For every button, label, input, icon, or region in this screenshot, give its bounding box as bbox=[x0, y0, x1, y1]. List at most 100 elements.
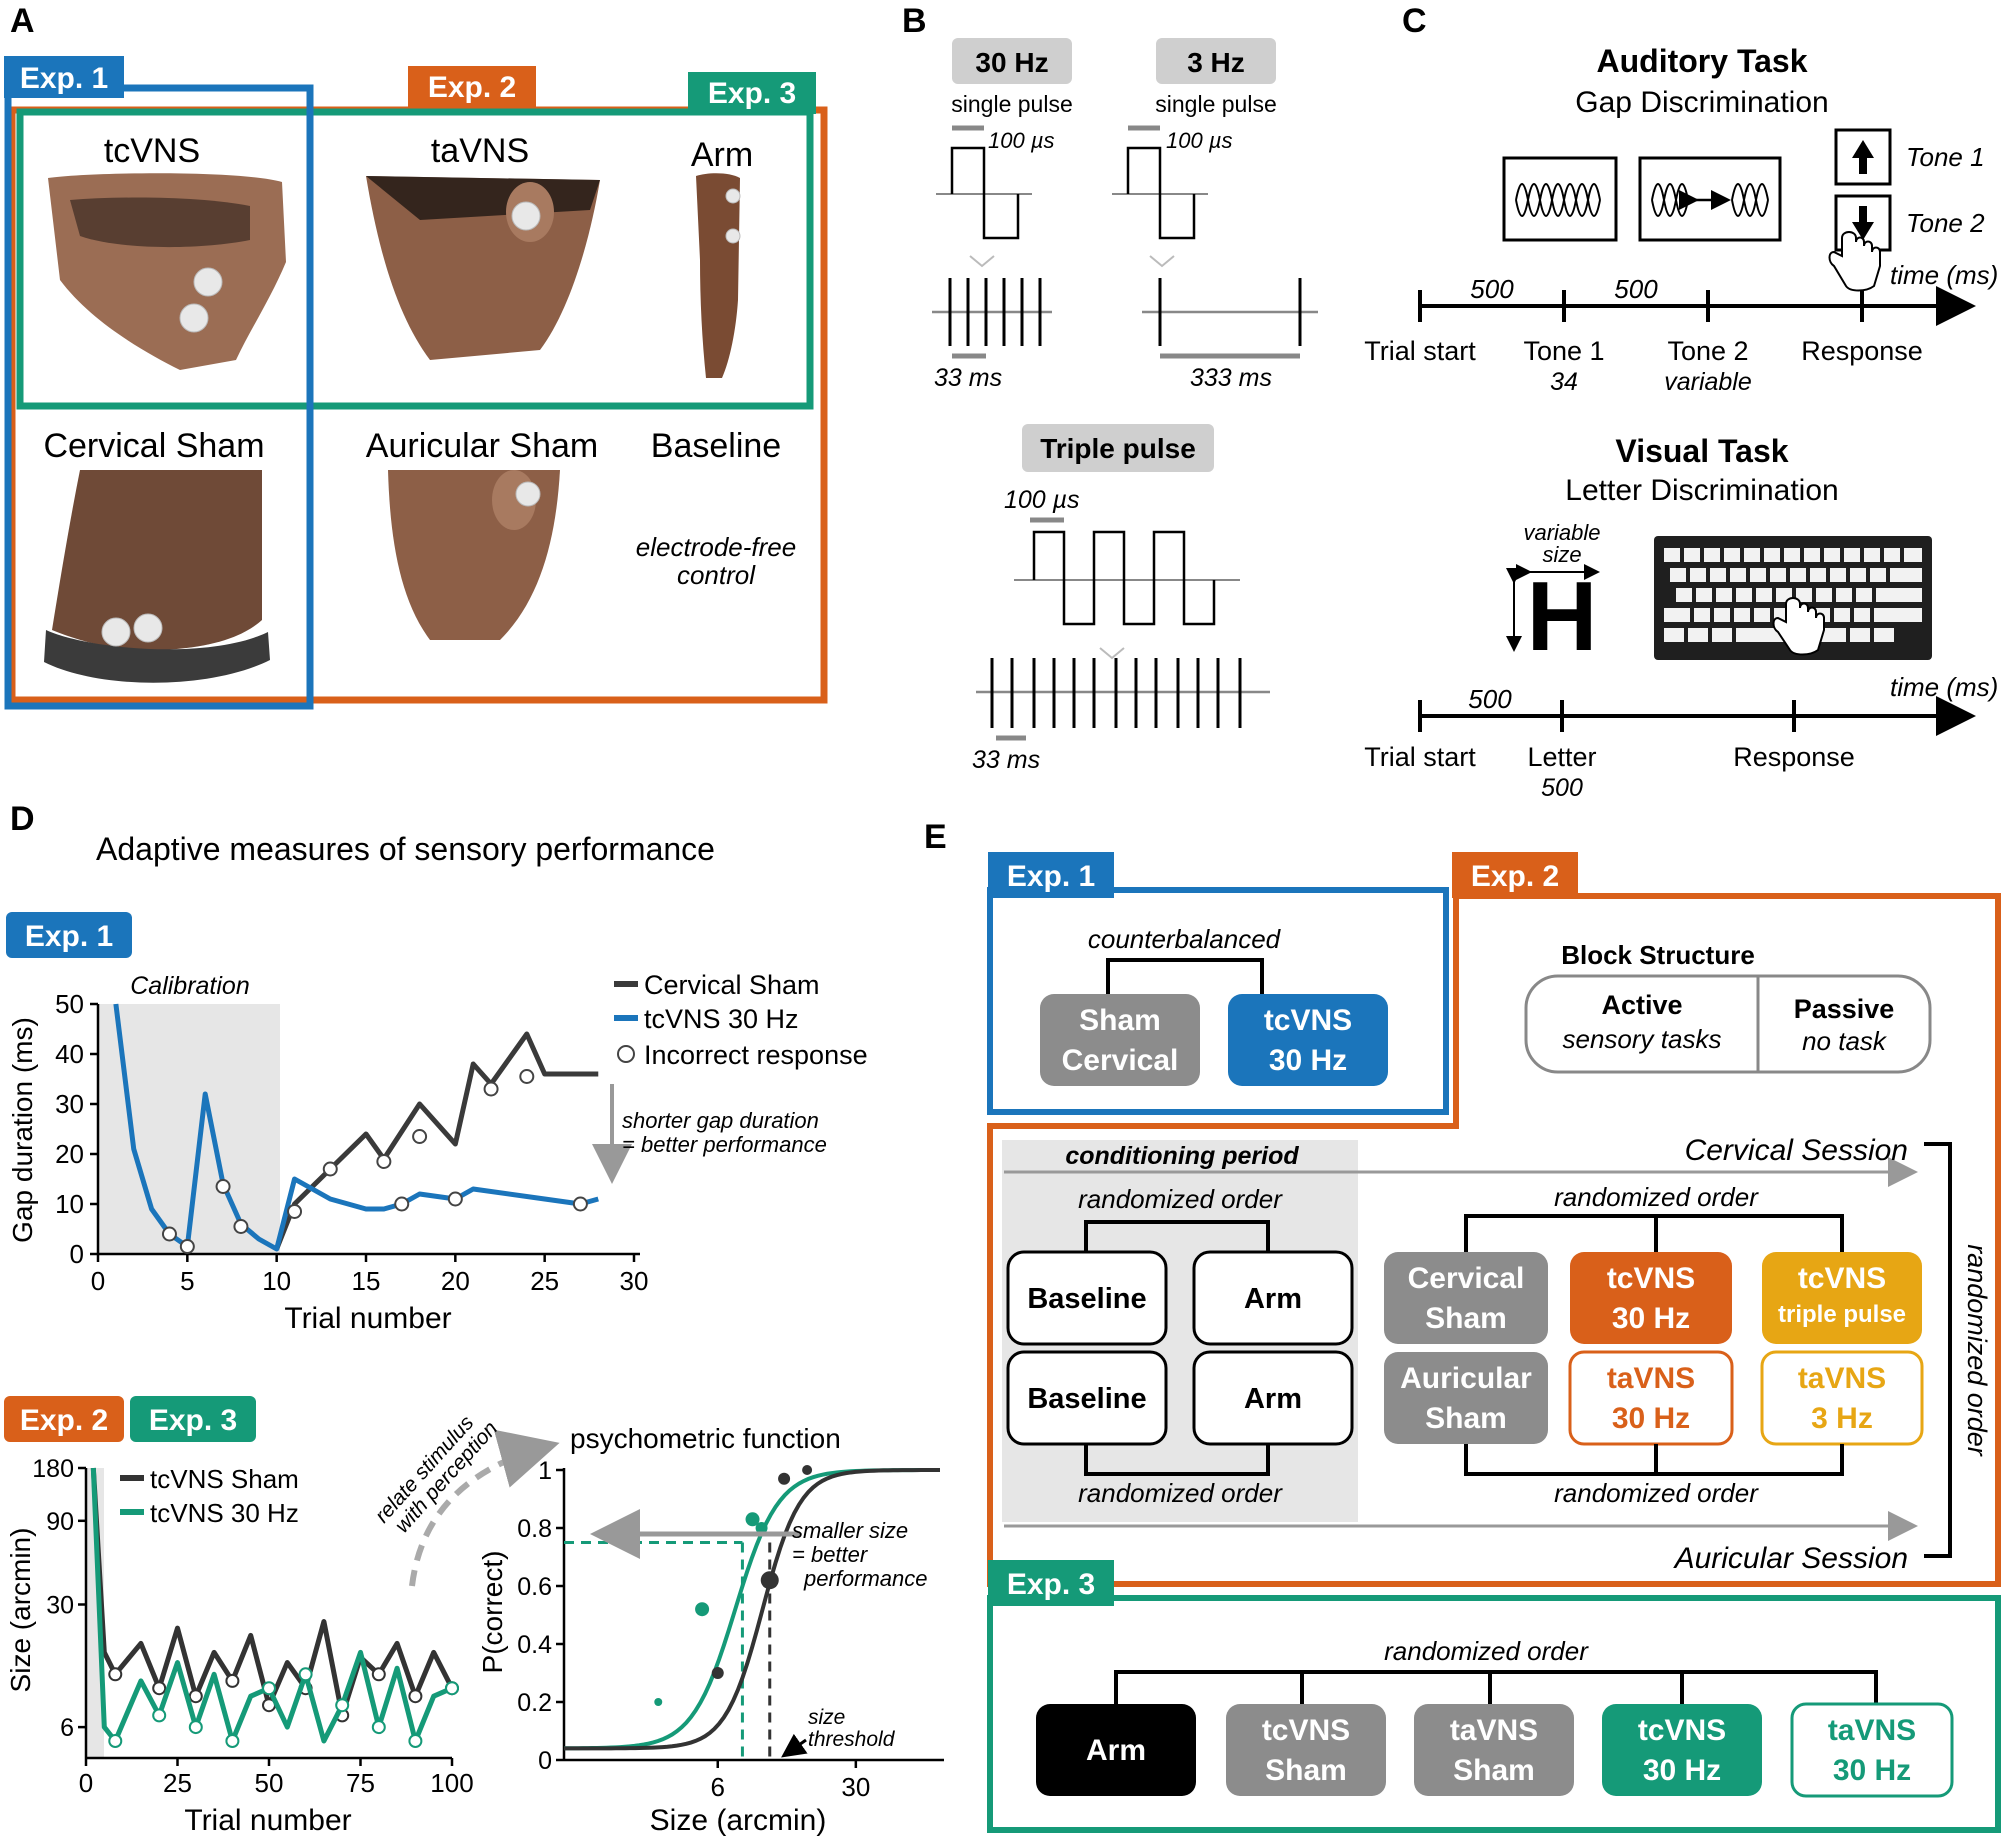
cond-randomized-top: randomized order bbox=[1078, 1184, 1283, 1214]
c1-xtick-label: 25 bbox=[530, 1266, 559, 1296]
counterbalanced-label: counterbalanced bbox=[1088, 924, 1282, 954]
c2-xtick-label: 25 bbox=[163, 1768, 192, 1798]
arm-box-2-text: Arm bbox=[1244, 1383, 1302, 1415]
panel-c: C Auditory Task Gap Discrimination Tone … bbox=[1364, 2, 1998, 802]
exp2-tag-text: Exp. 2 bbox=[428, 71, 516, 104]
hz30-badge bbox=[952, 38, 1072, 84]
sham-cervical-line2: Cervical bbox=[1062, 1044, 1179, 1077]
cervical-session-label: Cervical Session bbox=[1685, 1134, 1908, 1167]
c3-point bbox=[745, 1512, 760, 1527]
c3-curve-0 bbox=[563, 1468, 941, 1751]
c3-xtick-label: 6 bbox=[711, 1772, 725, 1802]
passive-label: Passive bbox=[1794, 994, 1895, 1024]
c2-xtick-label: 75 bbox=[346, 1768, 375, 1798]
panel-a-label: A bbox=[10, 2, 35, 40]
c2-ytick-label: 90 bbox=[46, 1508, 74, 1536]
legend1-sham: Cervical Sham bbox=[644, 970, 820, 1000]
panel-d: D Adaptive measures of sensory performan… bbox=[4, 800, 944, 1837]
exp3-tcvns-30hz-line2: 30 Hz bbox=[1643, 1754, 1721, 1787]
exp3-tag bbox=[688, 72, 816, 114]
c3-point bbox=[778, 1472, 791, 1485]
panel-b-label: B bbox=[902, 2, 927, 40]
e-exp1-tag bbox=[988, 852, 1114, 898]
tavns-3hz-line1: taVNS bbox=[1798, 1362, 1886, 1395]
c1-incorrect-point bbox=[447, 1191, 463, 1207]
vis-letter-val: 500 bbox=[1541, 774, 1583, 802]
exp3-tavns-sham-box bbox=[1414, 1704, 1574, 1796]
aud-tone2-val: variable bbox=[1664, 368, 1752, 396]
exp3-tavns-30hz-line2: 30 Hz bbox=[1833, 1754, 1911, 1787]
chart1-xlabel: Trial number bbox=[284, 1302, 451, 1335]
c1-incorrect-point bbox=[287, 1204, 303, 1219]
aud-response: Response bbox=[1801, 336, 1923, 366]
control-line1: electrode-free bbox=[636, 532, 796, 562]
exp3-tavns-30hz-box bbox=[1790, 1702, 1954, 1798]
c1-incorrect-point bbox=[519, 1069, 535, 1084]
c3-point bbox=[711, 1667, 724, 1679]
tavns-30hz-box bbox=[1568, 1350, 1734, 1446]
c2-point bbox=[262, 1681, 276, 1696]
panel-d-label: D bbox=[10, 800, 35, 838]
exp3-tcvns-sham-line2: Sham bbox=[1265, 1754, 1347, 1787]
tone1-key-label: Tone 1 bbox=[1906, 142, 1985, 172]
triple-us-label: 100 µs bbox=[1004, 486, 1080, 514]
c3-ytick-label: 0 bbox=[538, 1747, 552, 1775]
aud-trial-start: Trial start bbox=[1364, 336, 1476, 366]
tone-box-1 bbox=[1502, 156, 1618, 242]
c1-series-cervical-sham bbox=[274, 1031, 599, 1250]
vis-response: Response bbox=[1733, 742, 1855, 772]
cervical-sham-line1: Cervical bbox=[1408, 1262, 1525, 1295]
cervical-sham-photo bbox=[44, 470, 270, 683]
arm-label: Arm bbox=[691, 136, 753, 174]
auricular-sham-box bbox=[1384, 1352, 1548, 1444]
c1-xtick-label: 5 bbox=[180, 1266, 194, 1296]
exp3-tavns-30hz-line1: taVNS bbox=[1828, 1714, 1916, 1747]
c1-ytick-label: 30 bbox=[55, 1089, 84, 1119]
conditioning-label: conditioning period bbox=[1065, 1142, 1299, 1170]
hz3-badge bbox=[1156, 38, 1276, 84]
e-exp2-tag bbox=[1452, 852, 1578, 898]
hz3-single: single pulse bbox=[1155, 91, 1276, 117]
triple-label: Triple pulse bbox=[1040, 433, 1196, 464]
c1-xtick-label: 10 bbox=[262, 1266, 291, 1296]
auricular-sham-line1: Auricular bbox=[1400, 1362, 1532, 1395]
visual-title: Visual Task bbox=[1615, 433, 1788, 469]
up-key bbox=[1834, 128, 1892, 186]
tcvns-photo bbox=[48, 173, 286, 370]
sham-cervical-line1: Sham bbox=[1079, 1004, 1161, 1037]
d-exp3-tag-text: Exp. 3 bbox=[149, 1404, 237, 1437]
c2-ytick-label: 6 bbox=[60, 1714, 74, 1742]
smaller1: smaller size bbox=[792, 1518, 908, 1543]
c1-ytick-label: 40 bbox=[55, 1039, 84, 1069]
tone2-key-label: Tone 2 bbox=[1906, 208, 1985, 238]
c2-ytick-label: 30 bbox=[46, 1592, 74, 1620]
cond2-randomized-bottom: randomized order bbox=[1554, 1478, 1759, 1508]
c3-ytick-label: 1 bbox=[538, 1457, 552, 1485]
baseline-label: Baseline bbox=[651, 427, 781, 465]
vis-500: 500 bbox=[1468, 684, 1512, 714]
down-key bbox=[1834, 194, 1892, 252]
chart2-ylabel: Size (arcmin) bbox=[5, 1528, 36, 1693]
legend2-sham: tcVNS Sham bbox=[150, 1464, 299, 1494]
exp3-arm-box bbox=[1036, 1704, 1196, 1796]
tavns-30hz-line1: taVNS bbox=[1607, 1362, 1695, 1395]
c1-xtick-label: 15 bbox=[352, 1266, 381, 1296]
cervical-sham-label: Cervical Sham bbox=[43, 427, 264, 465]
cervical-sham-line2: Sham bbox=[1425, 1302, 1507, 1335]
chart1-ylabel: Gap duration (ms) bbox=[7, 1017, 38, 1243]
c1-ytick-label: 20 bbox=[55, 1139, 84, 1169]
auditory-sub: Gap Discrimination bbox=[1575, 86, 1828, 119]
cond-randomized-bottom: randomized order bbox=[1078, 1478, 1283, 1508]
hz3-waveform: 100 µs 333 ms bbox=[1112, 125, 1318, 392]
c3-point bbox=[802, 1465, 813, 1475]
aud-500a: 500 bbox=[1470, 274, 1514, 304]
c3-xtick-label: 30 bbox=[841, 1772, 870, 1802]
active-label: Active bbox=[1601, 990, 1682, 1020]
c1-incorrect-point bbox=[322, 1161, 338, 1177]
active-sub: sensory tasks bbox=[1563, 1024, 1722, 1054]
exp1-frame bbox=[4, 84, 314, 710]
exp2-tag bbox=[408, 66, 536, 108]
letter-h-stimulus: H bbox=[1527, 561, 1598, 671]
exp3-tcvns-sham-line1: tcVNS bbox=[1262, 1714, 1350, 1747]
c2-point bbox=[108, 1667, 123, 1682]
